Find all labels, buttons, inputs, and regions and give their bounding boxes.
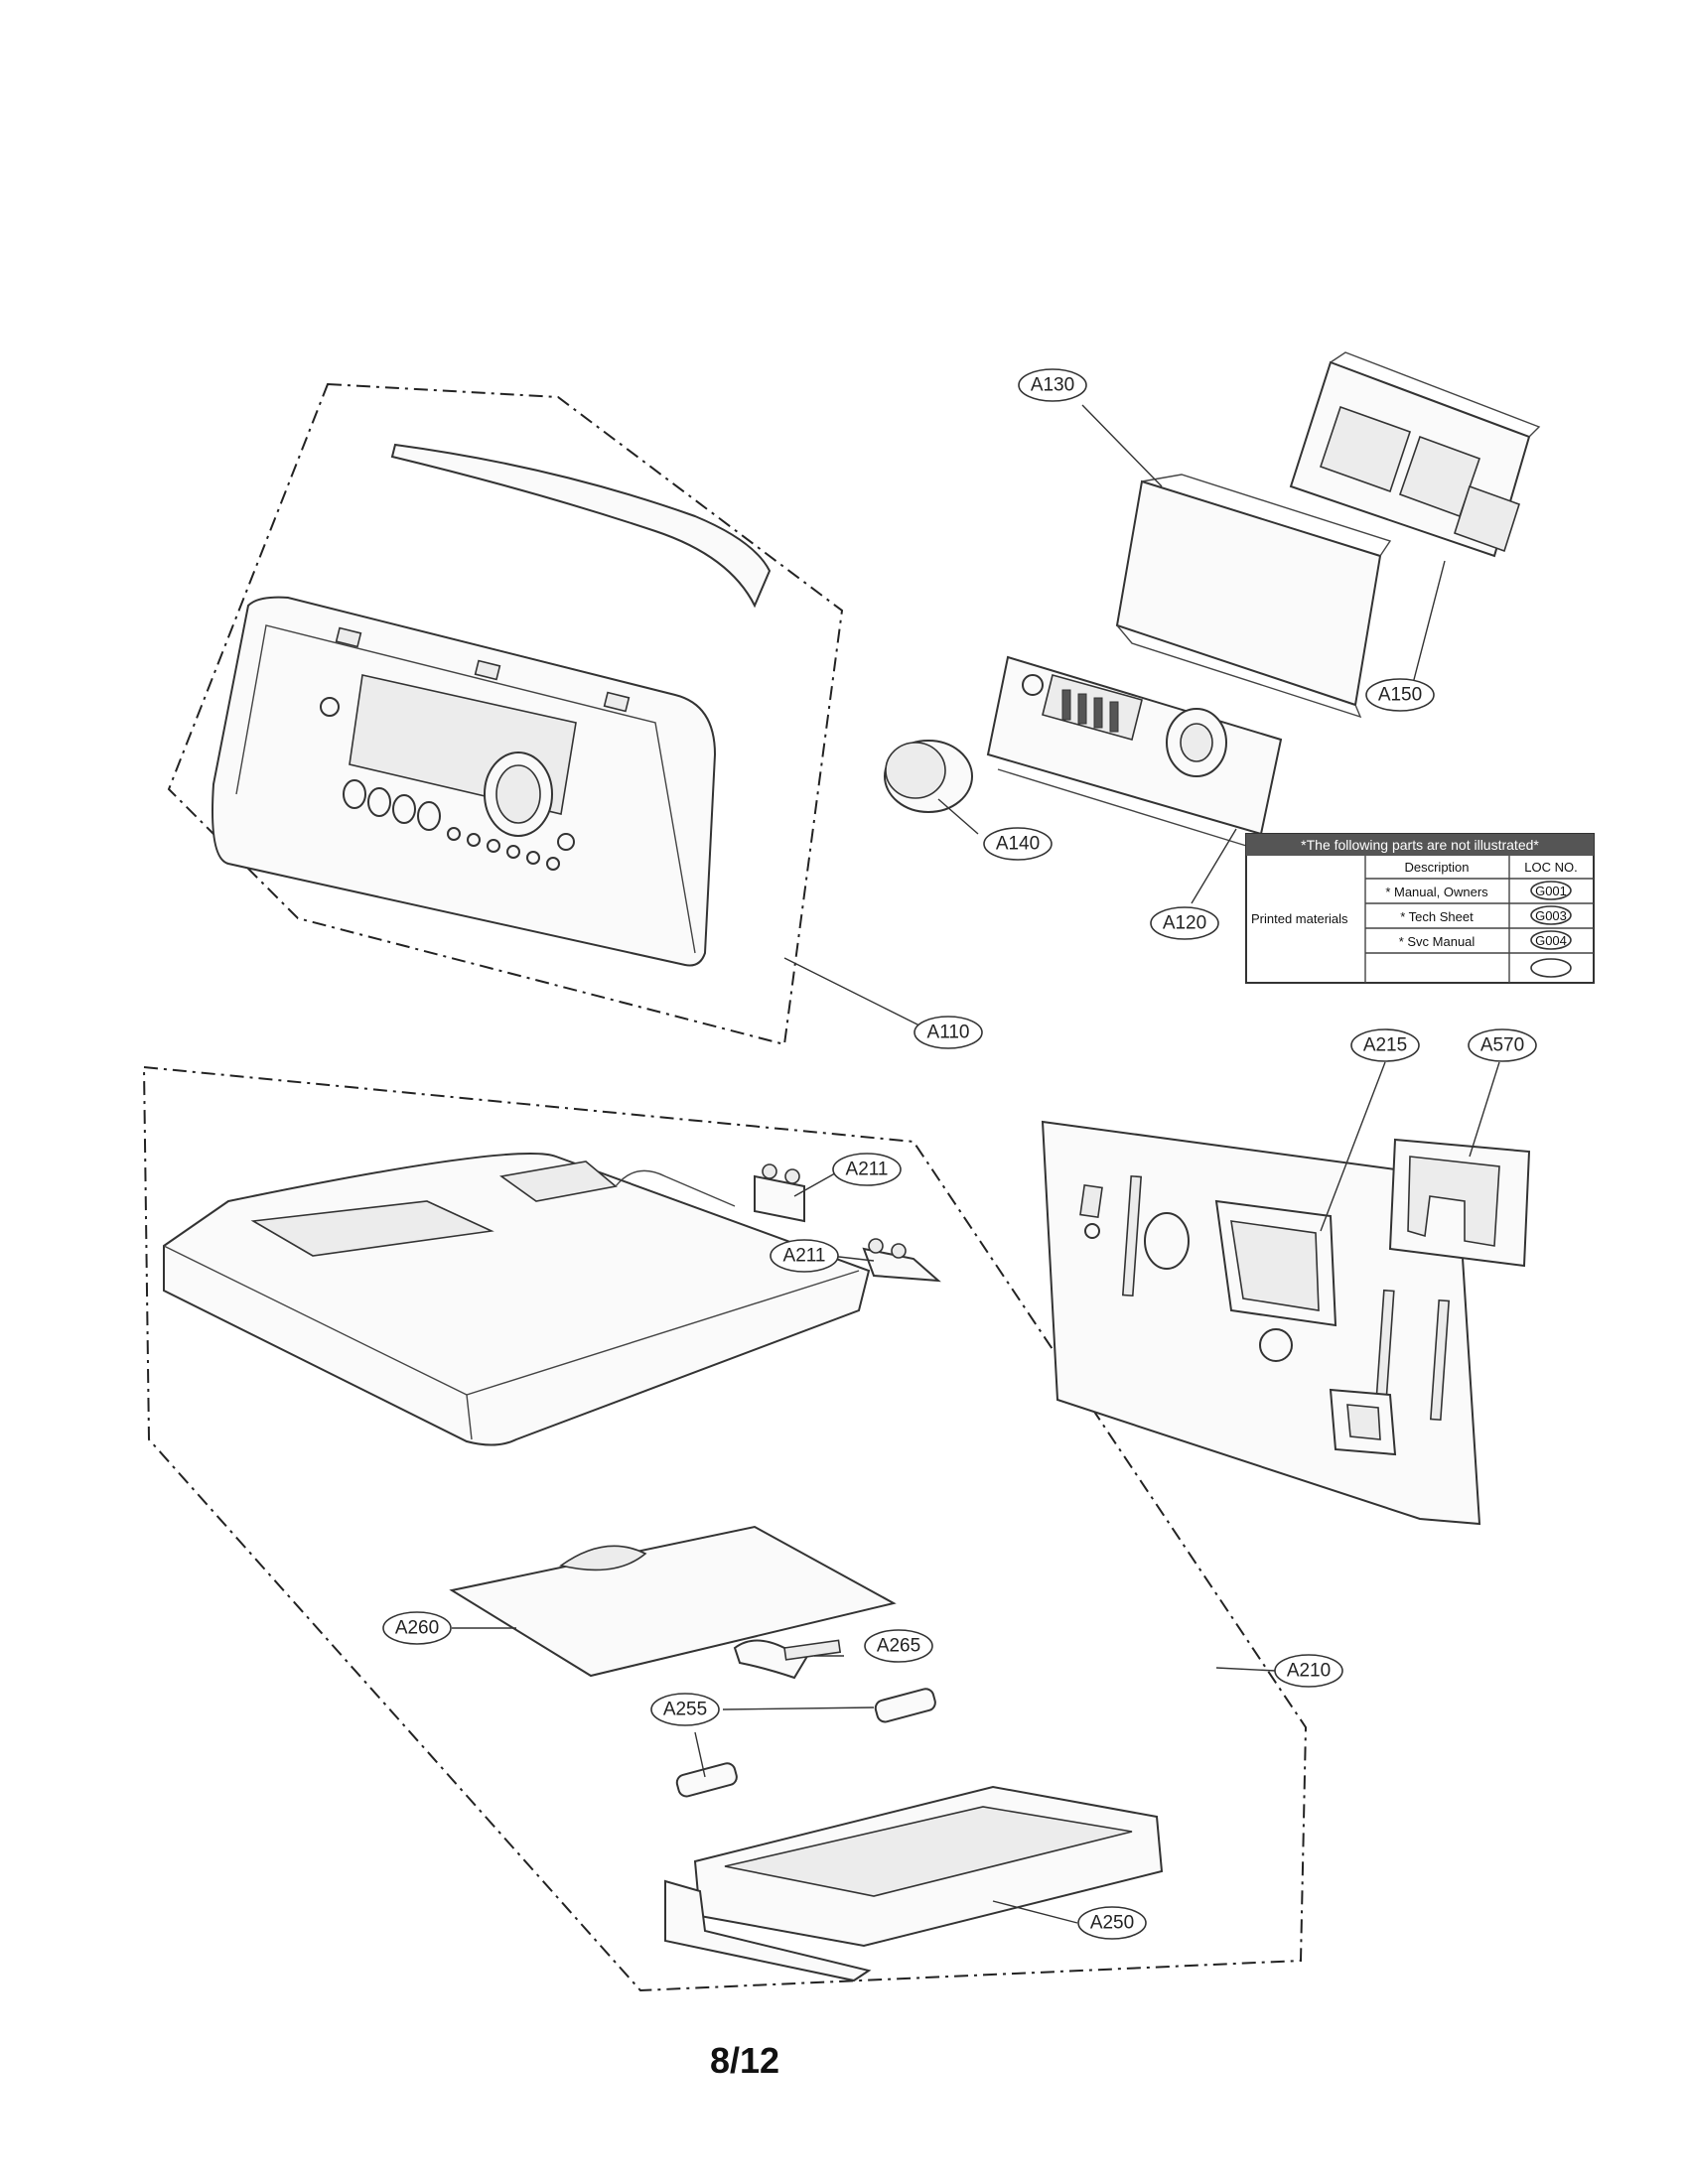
table-group-label: Printed materials	[1251, 911, 1348, 926]
callout-a120: A120	[1150, 906, 1219, 940]
hinge-pin-a255-upper	[874, 1688, 936, 1723]
callout-a211-bottom: A211	[770, 1239, 839, 1273]
top-lid-group	[142, 1065, 1308, 1992]
cover-plate-a570	[1388, 1138, 1531, 1268]
callout-a260: A260	[382, 1611, 452, 1645]
svg-text:A255: A255	[663, 1700, 707, 1720]
page-number: 8/12	[709, 2040, 780, 2081]
callout-a211-top: A211	[832, 1153, 902, 1186]
callout-a210: A210	[1274, 1654, 1343, 1688]
svg-text:A211: A211	[846, 1160, 889, 1180]
callout-labels: A130 A150 A140 A120 A110 A215 A570 A211	[382, 368, 1537, 1940]
svg-text:A211: A211	[783, 1246, 826, 1267]
callout-a570: A570	[1468, 1028, 1537, 1062]
callout-a130: A130	[1018, 368, 1087, 402]
table-row-loc: G003	[1535, 908, 1567, 923]
hinge-a211-top	[754, 1163, 805, 1223]
hinge-a211-bottom	[862, 1238, 941, 1283]
table-col-loc: LOC NO.	[1524, 860, 1577, 875]
top-cover-opening	[250, 1200, 494, 1257]
group-boundary-a210	[142, 1065, 1308, 1992]
rear-panel	[1041, 1120, 1481, 1526]
callout-a265: A265	[864, 1629, 933, 1663]
table-row-description: * Tech Sheet	[1400, 909, 1474, 924]
table-col-description: Description	[1404, 860, 1469, 875]
rear-cover-a150	[1289, 351, 1541, 558]
svg-text:A215: A215	[1363, 1035, 1407, 1056]
callout-a215: A215	[1350, 1028, 1420, 1062]
svg-text:A150: A150	[1378, 685, 1422, 706]
svg-text:A265: A265	[877, 1636, 920, 1657]
callout-a255: A255	[650, 1693, 720, 1726]
hinge-pin-a255-lower	[675, 1762, 738, 1798]
table-row-description: * Svc Manual	[1399, 934, 1476, 949]
svg-text:A260: A260	[395, 1618, 439, 1639]
control-panel-group	[167, 382, 844, 1046]
callout-a110: A110	[914, 1016, 983, 1049]
lid-glass-a260	[449, 1525, 897, 1678]
panel-small-button	[320, 697, 340, 717]
callout-a140: A140	[983, 827, 1053, 861]
svg-text:A110: A110	[927, 1023, 970, 1043]
main-pcb-a120	[986, 655, 1283, 850]
svg-text:A210: A210	[1287, 1661, 1331, 1682]
parts-not-illustrated-table: *The following parts are not illustrated…	[1245, 833, 1595, 984]
table-row-description: * Manual, Owners	[1385, 885, 1488, 899]
knob-a140	[884, 740, 973, 813]
panel-top-trim	[390, 443, 772, 609]
table-row-loc: G001	[1535, 884, 1567, 898]
table-row-loc: G004	[1535, 933, 1567, 948]
svg-text:A250: A250	[1090, 1913, 1134, 1934]
svg-text:A120: A120	[1163, 913, 1206, 934]
callout-a150: A150	[1365, 678, 1435, 712]
svg-text:A130: A130	[1031, 375, 1074, 396]
callout-a250: A250	[1077, 1906, 1147, 1940]
table-header-bar	[1246, 834, 1594, 856]
svg-text:A570: A570	[1480, 1035, 1524, 1056]
lid-frame-a250	[664, 1785, 1164, 1982]
table-header-text: *The following parts are not illustrated…	[1301, 837, 1539, 853]
pcb-cover-a130	[1115, 474, 1392, 719]
leader-lines	[452, 404, 1500, 1924]
svg-text:A140: A140	[996, 834, 1040, 855]
group-boundary-a110	[167, 382, 844, 1046]
handle-a265	[733, 1639, 842, 1680]
power-icon	[557, 833, 575, 851]
